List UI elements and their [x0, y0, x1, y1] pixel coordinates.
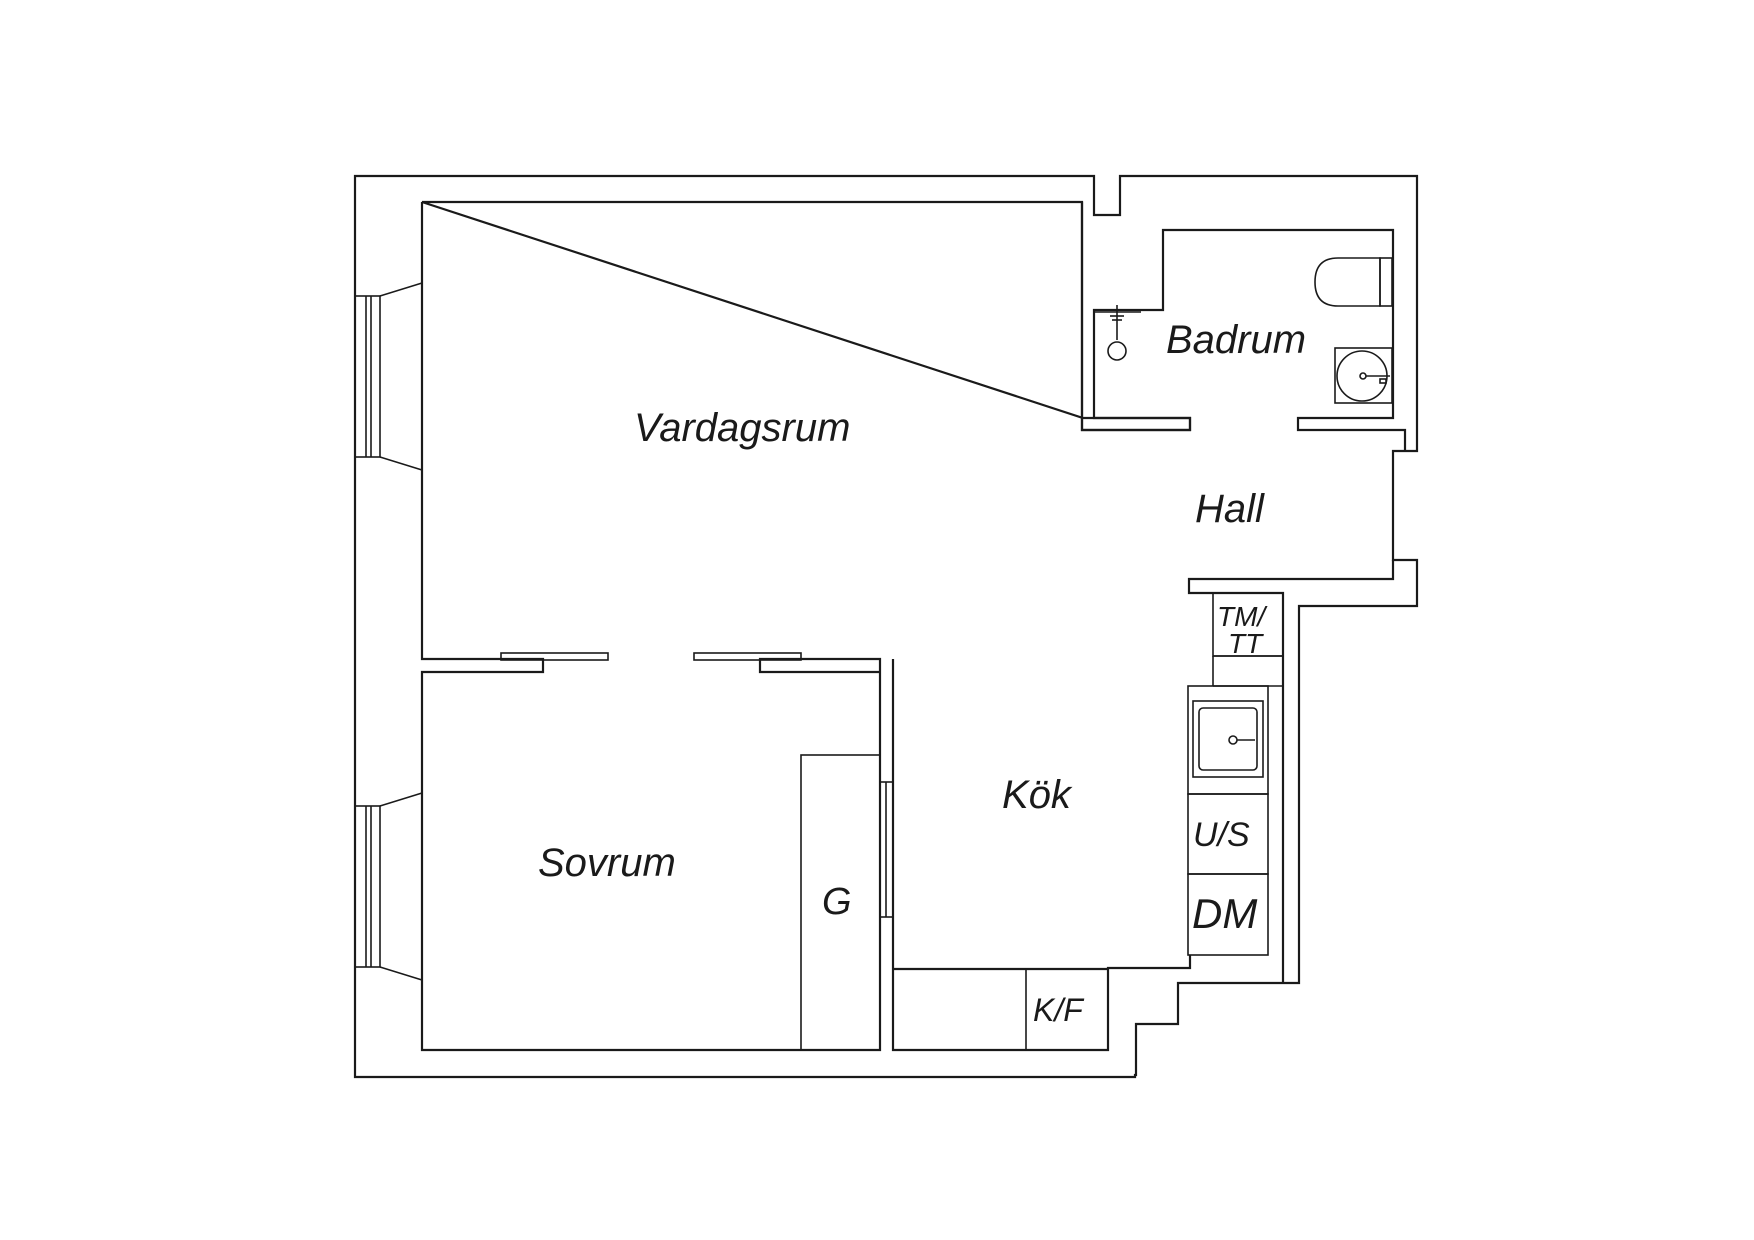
window-lower	[354, 792, 423, 981]
bathroom-wall	[1080, 202, 1407, 451]
inner-wall-main	[421, 200, 1192, 432]
label-dm: DM	[1192, 890, 1257, 937]
label-garderob: G	[822, 881, 852, 923]
label-sovrum: Sovrum	[538, 841, 676, 885]
outer-wall	[353, 174, 1419, 1079]
window-upper	[354, 282, 423, 471]
label-tm: TM/	[1217, 601, 1268, 632]
toilet-icon	[1314, 257, 1393, 307]
label-kok: Kök	[1002, 773, 1073, 817]
inner-wall-left	[420, 202, 882, 1052]
sink-basin-outer	[1192, 700, 1264, 778]
sliding-door-right	[693, 652, 802, 661]
sliding-door-left	[500, 652, 609, 661]
sink-basin-inner	[1198, 707, 1258, 771]
washbasin-icon	[1334, 347, 1393, 404]
label-tt: TT	[1228, 628, 1264, 659]
label-vardagsrum: Vardagsrum	[634, 406, 850, 450]
label-hall: Hall	[1195, 487, 1265, 531]
shower-icon	[1094, 305, 1141, 361]
dm-unit	[1187, 873, 1269, 956]
label-kf: K/F	[1033, 992, 1085, 1028]
label-us: U/S	[1193, 816, 1250, 854]
sink-drain	[1228, 735, 1238, 745]
hall-kitchen-wall	[1187, 560, 1395, 983]
label-badrum: Badrum	[1166, 318, 1306, 362]
kf-unit	[1025, 968, 1109, 1051]
